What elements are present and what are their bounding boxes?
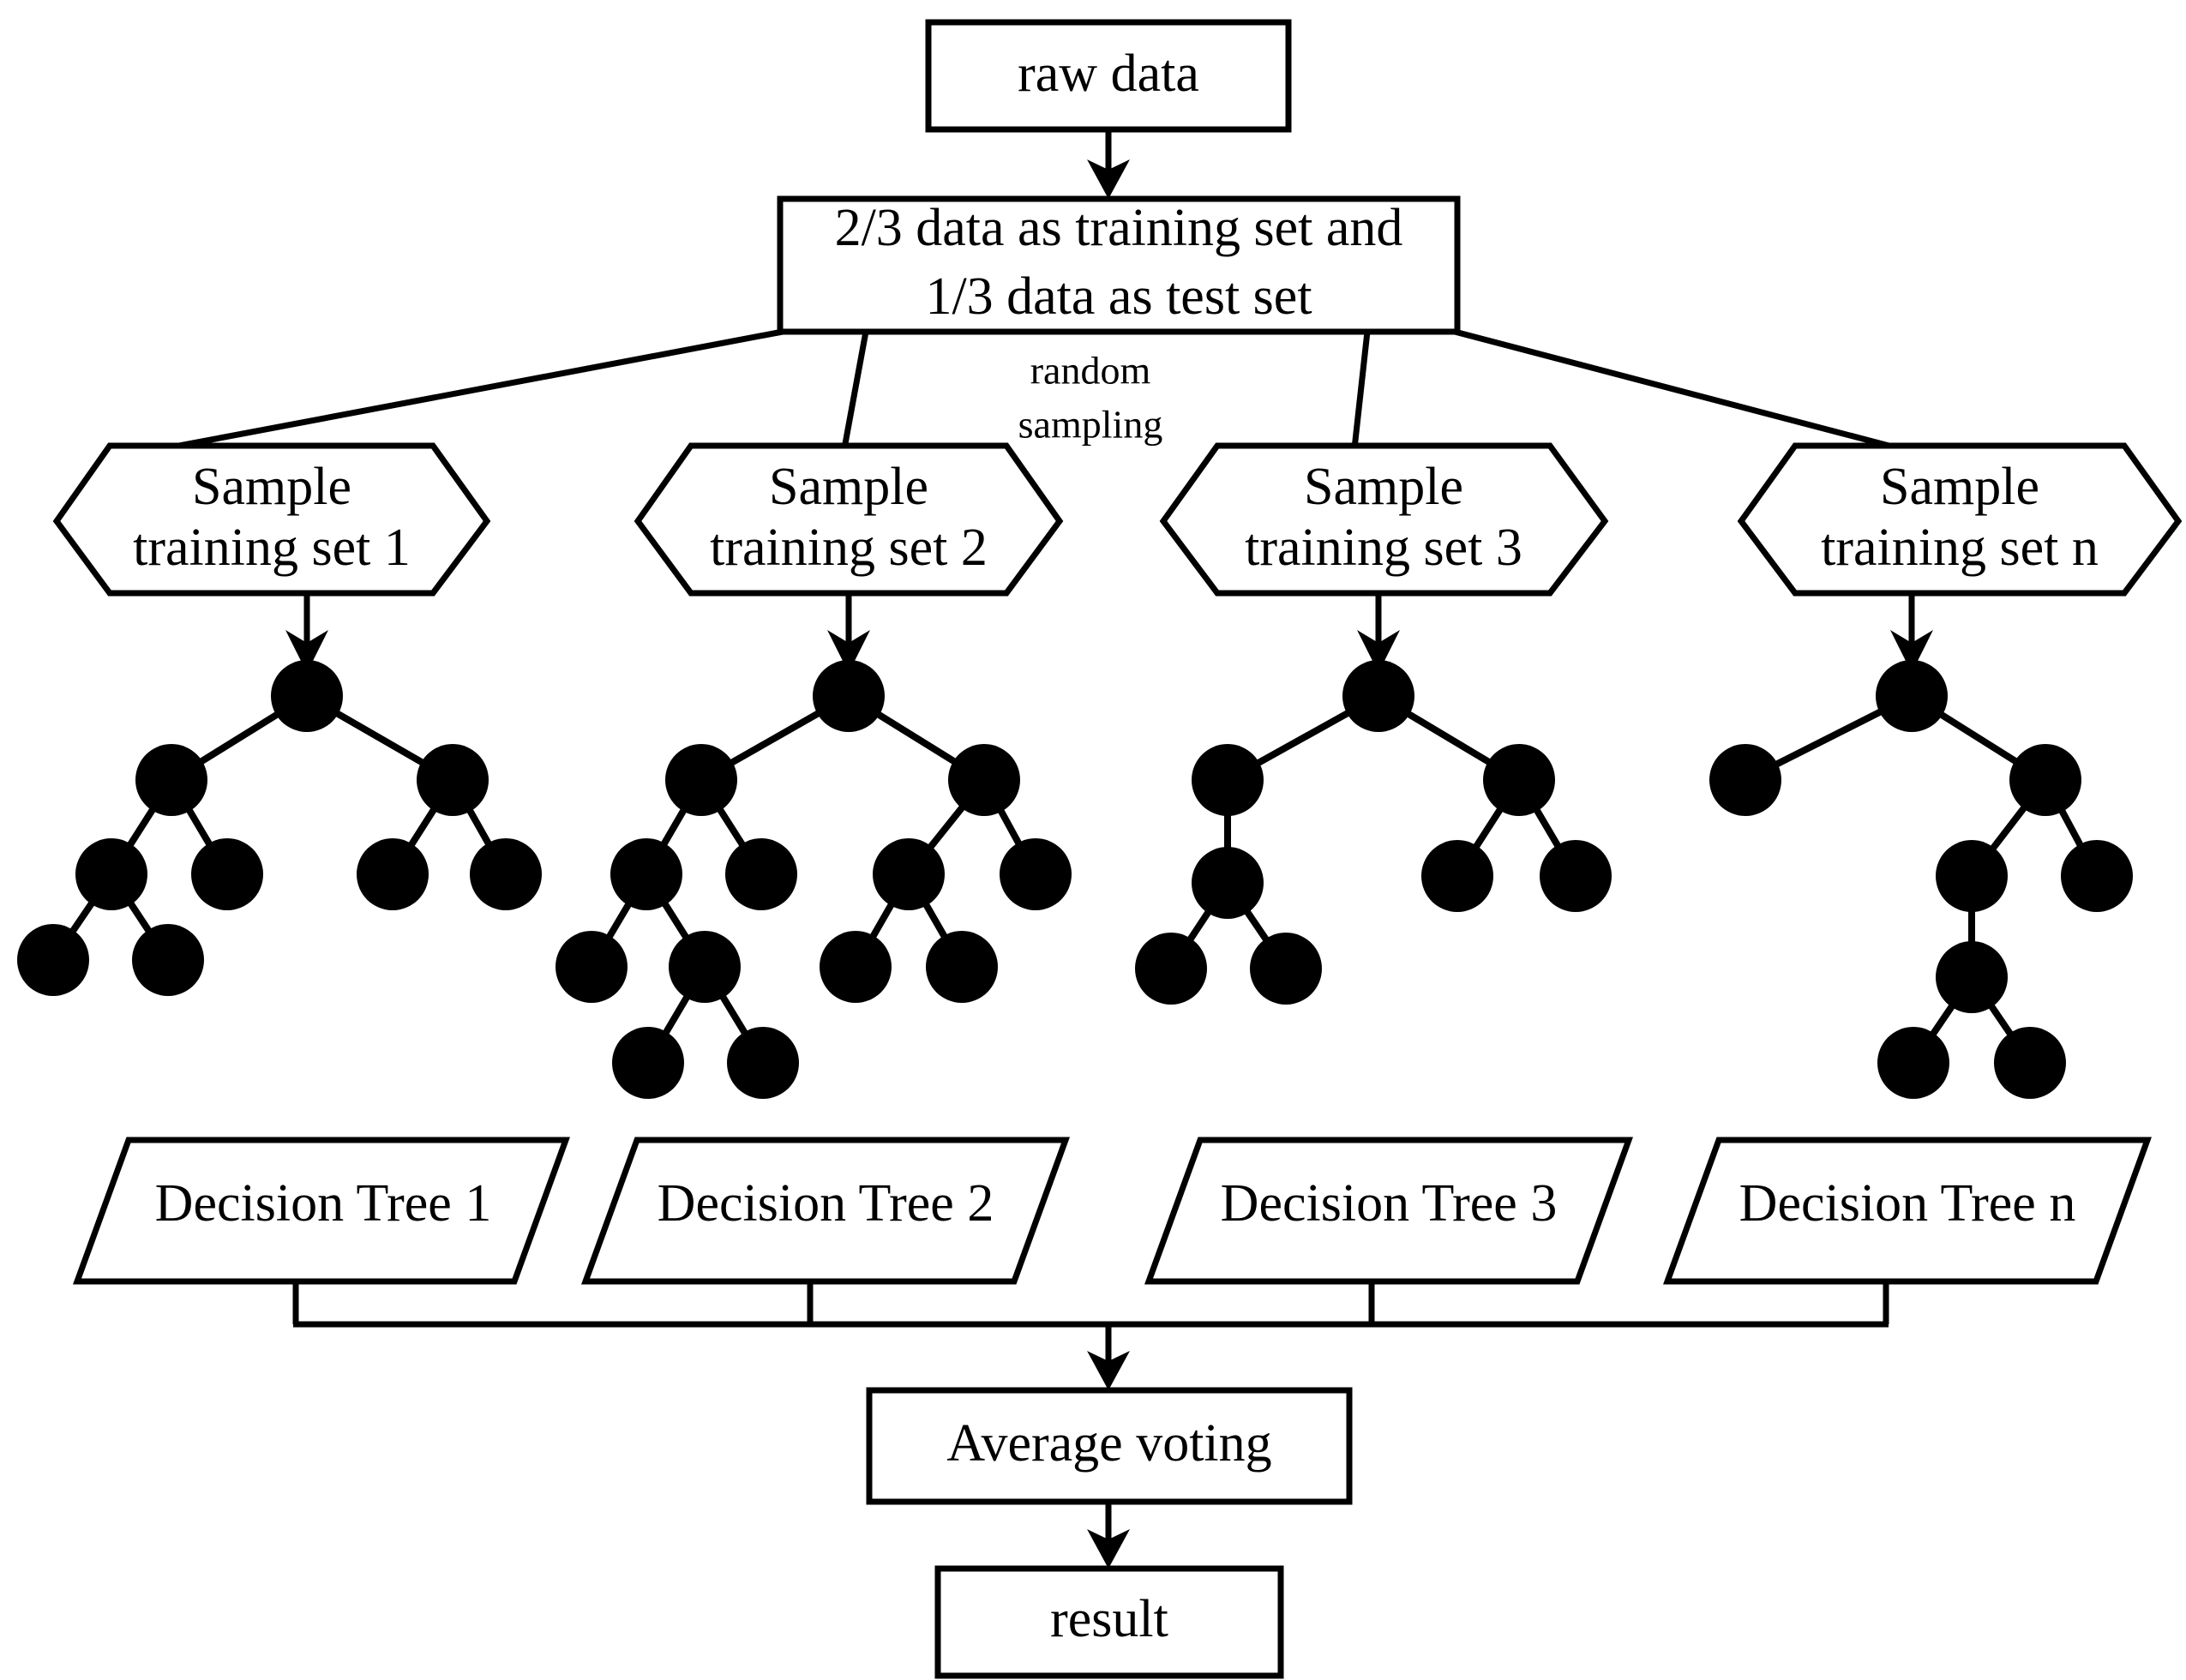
tree-2-node <box>948 744 1020 816</box>
tree-1-node <box>191 838 263 910</box>
tree-1-node <box>75 838 147 910</box>
branch-to-sample-1 <box>165 328 784 452</box>
tree-n-node <box>1936 941 2008 1013</box>
sample-training-set-1-line1: Sample <box>192 458 351 516</box>
tree-3-node <box>1250 933 1322 1005</box>
data-split-label-line2: 1/3 data as test set <box>925 267 1312 326</box>
sample-training-set-2-hexagon <box>634 442 1064 597</box>
tree-1-node <box>135 744 207 816</box>
sample-training-set-3-hexagon <box>1159 442 1609 597</box>
tree-n-node <box>1709 744 1781 816</box>
tree-3-node <box>1135 933 1207 1005</box>
sample-training-set-1-hexagon <box>52 442 491 597</box>
sample-training-set-n-line2: training set n <box>1821 519 2099 577</box>
branch-to-sample-3 <box>1351 331 1371 449</box>
tree-2-node <box>873 838 945 910</box>
tree-1-node <box>357 838 429 910</box>
tree-2-node <box>727 1027 799 1099</box>
sample-training-set-n-hexagon <box>1737 442 2183 597</box>
decision-tree-1-node[interactable]: Decision Tree 1 <box>73 1137 570 1285</box>
tree-2-node-root <box>813 660 885 732</box>
tree-2-graph <box>556 660 1072 1099</box>
decision-tree-2-node[interactable]: Decision Tree 2 <box>581 1137 1070 1285</box>
tree-1-graph <box>17 660 542 996</box>
tree-3-node <box>1421 840 1493 912</box>
tree-2-node <box>926 931 998 1003</box>
tree-2-node <box>556 931 628 1003</box>
arrow-raw-to-split <box>1087 129 1130 199</box>
decision-tree-1-label: Decision Tree 1 <box>155 1174 492 1233</box>
arrow-sample-n-to-tree-n <box>1890 593 1933 673</box>
tree-n-node <box>1994 1027 2066 1099</box>
tree-1-node-root <box>271 660 343 732</box>
random-sampling-line1: random <box>1030 349 1151 393</box>
tree-1-node <box>132 924 204 996</box>
branch-to-sample-n <box>1454 328 1900 452</box>
sample-training-set-2-line1: Sample <box>769 458 928 516</box>
decision-tree-n-shape <box>1663 1137 2152 1285</box>
arrow-sample-3-to-tree-3 <box>1357 593 1400 673</box>
arrow-sample-1-to-tree-1 <box>285 593 328 673</box>
decision-tree-n-label: Decision Tree n <box>1739 1174 2076 1233</box>
random-sampling-line2: sampling <box>1018 403 1163 447</box>
sample-training-set-2-line2: training set 2 <box>710 519 988 577</box>
tree-2-node <box>820 931 892 1003</box>
decision-tree-3-shape <box>1144 1137 1633 1285</box>
tree-3-node-root <box>1342 660 1414 732</box>
raw-data-box <box>925 19 1292 133</box>
tree-2-node <box>612 1027 684 1099</box>
raw-data-label: raw data <box>1018 45 1199 103</box>
raw-data-node[interactable]: raw data <box>925 19 1292 133</box>
sample-training-set-3-line2: training set 3 <box>1245 519 1522 577</box>
tree-n-node <box>1936 840 2008 912</box>
decision-tree-1-shape <box>73 1137 570 1285</box>
result-label: result <box>1050 1590 1168 1648</box>
sample-training-set-1-node[interactable]: Sample training set 1 <box>52 442 491 597</box>
decision-tree-3-node[interactable]: Decision Tree 3 <box>1144 1137 1633 1285</box>
tree-2-node <box>725 838 797 910</box>
tree-n-node <box>2009 744 2081 816</box>
tree-2-node <box>665 744 737 816</box>
tree-3-node <box>1540 840 1612 912</box>
average-voting-node[interactable]: Average voting <box>866 1387 1353 1505</box>
tree-2-node <box>1000 838 1072 910</box>
sample-training-set-3-node[interactable]: Sample training set 3 <box>1159 442 1609 597</box>
tree-2-node <box>610 838 682 910</box>
data-split-node[interactable]: 2/3 data as training set and 1/3 data as… <box>777 195 1461 335</box>
sample-training-set-n-node[interactable]: Sample training set n <box>1737 442 2183 597</box>
tree-1-node <box>17 924 89 996</box>
decision-tree-3-label: Decision Tree 3 <box>1221 1174 1558 1233</box>
tree-2-node <box>669 931 741 1003</box>
decision-tree-2-shape <box>581 1137 1070 1285</box>
tree-3-node <box>1192 847 1264 919</box>
average-voting-label: Average voting <box>946 1414 1271 1473</box>
sample-training-set-n-line1: Sample <box>1880 458 2039 516</box>
tree-3-node <box>1192 744 1264 816</box>
branch-to-sample-2 <box>841 331 869 449</box>
arrow-voting-to-result <box>1087 1502 1130 1569</box>
tree-n-node <box>1877 1027 1949 1099</box>
result-box <box>934 1565 1284 1679</box>
random-sampling-note: random sampling <box>1018 349 1163 447</box>
sample-training-set-1-line2: training set 1 <box>133 519 411 577</box>
tree-3-node <box>1483 744 1555 816</box>
tree-n-node-root <box>1876 660 1948 732</box>
tree-3-graph <box>1135 660 1612 1005</box>
arrow-sample-2-to-tree-2 <box>827 593 870 673</box>
sample-training-set-2-node[interactable]: Sample training set 2 <box>634 442 1064 597</box>
tree-n-graph <box>1709 660 2133 1099</box>
tree-n-node <box>2061 840 2133 912</box>
tree-1-node <box>470 838 542 910</box>
branch-connectors <box>165 328 1900 452</box>
data-split-box <box>777 195 1461 335</box>
average-voting-box <box>866 1387 1353 1505</box>
tree-1-node <box>417 744 489 816</box>
data-split-label-line1: 2/3 data as training set and <box>835 199 1403 257</box>
sample-training-set-3-line1: Sample <box>1304 458 1463 516</box>
decision-tree-2-label: Decision Tree 2 <box>658 1174 994 1233</box>
merge-bus <box>292 1281 1889 1390</box>
result-node[interactable]: result <box>934 1565 1284 1679</box>
decision-tree-n-node[interactable]: Decision Tree n <box>1663 1137 2152 1285</box>
